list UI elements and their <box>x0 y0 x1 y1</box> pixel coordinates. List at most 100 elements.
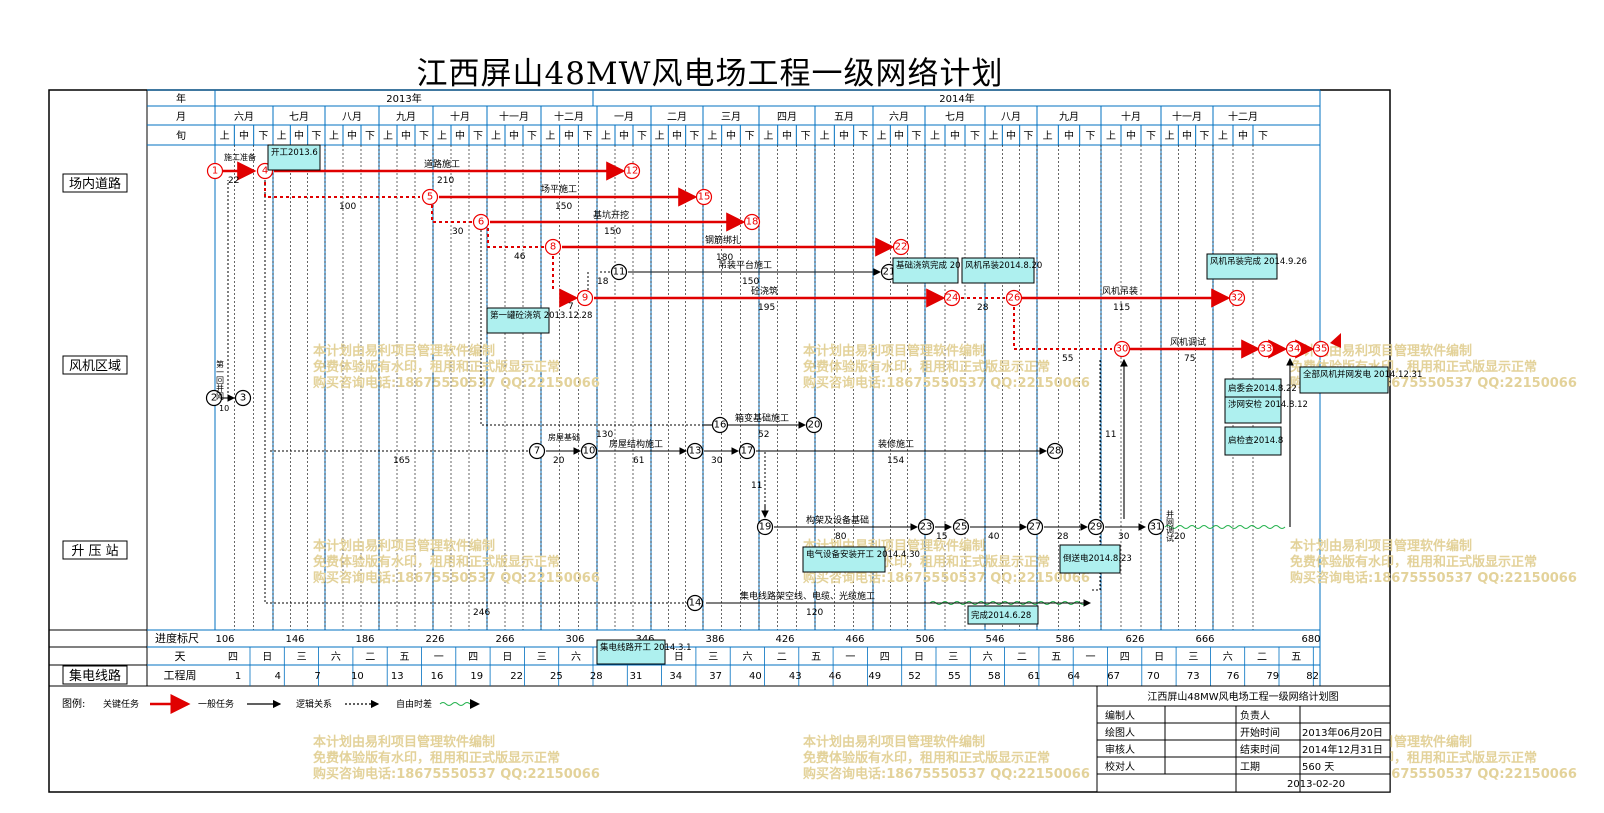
header-decade: 下 <box>970 131 980 142</box>
svg-text:完成2014.6.28: 完成2014.6.28 <box>971 610 1031 621</box>
svg-text:风机吊装2014.8.20: 风机吊装2014.8.20 <box>965 260 1042 271</box>
task-duration: 15 <box>936 532 947 542</box>
week-value: 64 <box>1067 671 1080 682</box>
header-decade: 中 <box>672 129 682 142</box>
header-decade: 中 <box>726 129 736 142</box>
header-month: 二月 <box>667 111 687 123</box>
event-node: 28 <box>1046 442 1064 460</box>
day-value: 三 <box>297 652 307 663</box>
milestone-box: 全部风机并网发电 2014.12.31 <box>1299 366 1422 394</box>
task-label: 风机吊装 <box>1102 285 1138 297</box>
task-duration: 61 <box>633 456 644 466</box>
task-duration: 40 <box>988 532 1000 542</box>
day-value: 一 <box>434 652 444 663</box>
task-duration: 150 <box>604 227 621 237</box>
header-year: 2013年 <box>386 92 421 105</box>
critical-arrows <box>222 161 1341 359</box>
milestone-boxes: 开工2013.6 第一罐砼浇筑 2013.12.28 基础浇筑完成 2014.7… <box>267 144 1422 665</box>
week-value: 76 <box>1227 671 1240 682</box>
event-node: 14 <box>686 594 704 612</box>
task-duration: 100 <box>339 202 356 212</box>
milestone-box: 集电线路开工 2014.3.1 <box>596 639 692 665</box>
event-node: 3 <box>234 389 252 407</box>
svg-text:2: 2 <box>211 393 217 404</box>
scale-value: 546 <box>985 634 1004 645</box>
event-node: 18 <box>743 213 761 231</box>
task-duration: 52 <box>758 430 769 440</box>
event-node: 32 <box>1228 289 1246 307</box>
svg-text:基础浇筑完成 2014.7.10: 基础浇筑完成 2014.7.10 <box>896 260 993 271</box>
task-duration: 195 <box>758 303 775 313</box>
watermark-line: 本计划由易利项目管理软件编制 <box>313 343 495 359</box>
task-duration: 55 <box>1062 354 1073 364</box>
task-duration: 80 <box>835 532 847 542</box>
header-month: 十月 <box>1121 110 1141 123</box>
header-decade: 下 <box>1258 131 1268 142</box>
watermark-line: 本计划由易利项目管理软件编制 <box>803 343 985 359</box>
task-label: 箱变基础施工 <box>735 412 789 424</box>
scale-value: 386 <box>705 634 724 645</box>
header-row-label: 旬 <box>176 129 186 142</box>
info-value: 560 天 <box>1302 762 1334 773</box>
watermark-line: 本计划由易利项目管理软件编制 <box>803 734 985 750</box>
day-value: 日 <box>502 652 512 663</box>
header-decade: 上 <box>877 130 887 142</box>
event-node: 30 <box>1113 340 1131 358</box>
svg-text:29: 29 <box>1090 522 1103 533</box>
info-title: 江西屏山48MW风电场工程一级网络计划图 <box>1147 690 1338 703</box>
event-node: 9 <box>576 289 594 307</box>
day-value: 四 <box>1120 652 1130 663</box>
header-month: 七月 <box>945 111 965 123</box>
event-node: 34 <box>1285 340 1303 358</box>
area-label-road: 场内道路 <box>69 176 121 192</box>
header-decade: 中 <box>839 129 849 142</box>
header-month: 十一月 <box>1172 110 1202 123</box>
header-decade: 上 <box>763 130 773 142</box>
watermark-line: 购买咨询电话:18675550537 QQ:22150066 <box>803 375 1090 391</box>
day-value: 日 <box>674 652 684 663</box>
header-month: 四月 <box>777 111 797 123</box>
week-value: 22 <box>510 671 523 682</box>
task-duration: 30 <box>1118 532 1130 542</box>
event-node: 8 <box>544 238 562 256</box>
task-label: 构架及设备基础 <box>806 514 869 526</box>
header-decade: 中 <box>347 129 357 142</box>
scale-value: 680 <box>1301 634 1320 645</box>
svg-text:倒送电2014.8.23: 倒送电2014.8.23 <box>1063 553 1132 564</box>
week-value: 34 <box>669 671 682 682</box>
area-label-substation: 升 压 站 <box>71 544 118 559</box>
scale-value: 626 <box>1125 634 1144 645</box>
milestone-box: 电气设备安装开工 2014.4.30 <box>802 546 920 573</box>
svg-text:17: 17 <box>741 446 754 457</box>
scale-label: 进度标尺 <box>155 631 199 645</box>
task-duration: 120 <box>806 608 823 618</box>
area-label-wind: 风机区域 <box>69 359 121 374</box>
header-decade: 上 <box>277 130 287 142</box>
svg-text:19: 19 <box>759 522 772 533</box>
day-value: 四 <box>880 652 890 663</box>
task-duration: 210 <box>437 176 454 186</box>
day-value: 二 <box>777 652 787 663</box>
task-duration: 46 <box>514 252 526 262</box>
header-month: 六月 <box>234 111 254 123</box>
week-value: 49 <box>868 671 881 682</box>
header-decade: 上 <box>930 130 940 142</box>
milestone-box: 风机吊装2014.8.20 <box>961 257 1042 284</box>
header-decade: 下 <box>527 131 537 142</box>
task-label: 装修施工 <box>878 438 914 450</box>
svg-text:27: 27 <box>1029 522 1042 533</box>
header-decade: 中 <box>1126 129 1136 142</box>
scale-value: 506 <box>915 634 934 645</box>
header-decade: 中 <box>894 129 904 142</box>
header-decade: 下 <box>745 131 755 142</box>
milestone-box: 倒送电2014.8.23 <box>1059 544 1132 574</box>
event-node: 31 <box>1147 518 1165 536</box>
task-duration: 150 <box>555 202 572 212</box>
task-label: 吊装平台施工 <box>718 259 772 271</box>
svg-text:26: 26 <box>1008 293 1021 304</box>
task-duration: 154 <box>887 456 904 466</box>
info-key: 开始时间 <box>1240 726 1280 739</box>
task-label: 房屋结构施工 <box>609 438 663 450</box>
header-decade: 下 <box>419 131 429 142</box>
